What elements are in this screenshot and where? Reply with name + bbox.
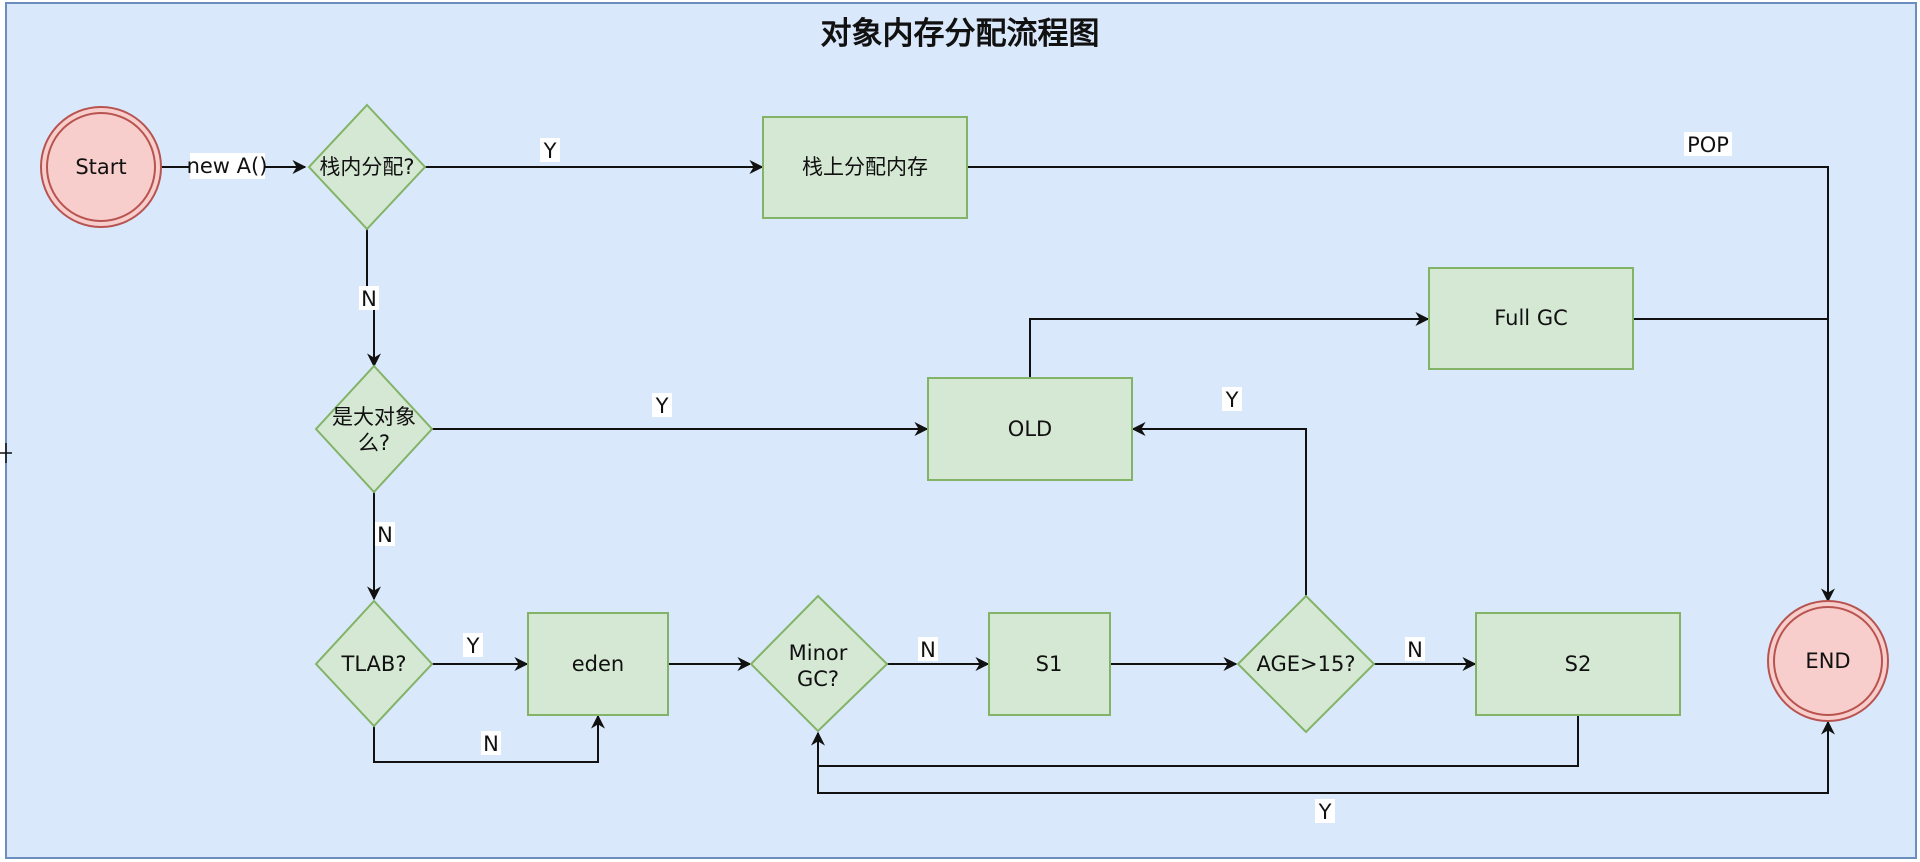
edge-label-stack-no: N [361, 287, 377, 311]
tlab-label: TLAB? [341, 652, 407, 676]
s2-node[interactable]: S2 [1475, 612, 1681, 716]
diagram-title: 对象内存分配流程图 [821, 16, 1100, 52]
old-node[interactable]: OLD [927, 377, 1133, 481]
edge-label-pop: POP [1687, 133, 1729, 157]
edge-label-bg [481, 731, 501, 755]
edge-label-bg [1222, 387, 1242, 411]
edge-label-big-no: N [377, 523, 393, 547]
container-edge-handle [0, 443, 12, 463]
age-check-decision[interactable]: AGE>15? [1236, 594, 1376, 734]
old-label: OLD [1008, 417, 1052, 441]
edge-label-bg [1405, 637, 1425, 661]
edge-label-bg [1315, 799, 1335, 823]
edge-label-bg [652, 393, 672, 417]
minor-gc-label-line1: Minor [789, 641, 848, 665]
edge-label-bg [918, 637, 938, 661]
edge-s2-to-minor-gc [811, 716, 1579, 767]
edge-tlab-no [373, 714, 605, 763]
edge-label-big-yes: Y [655, 394, 669, 418]
big-object-decision[interactable]: 是大对象 么? [314, 364, 434, 494]
stack-alloc-label: 栈上分配内存 [802, 155, 928, 179]
edge-label-bg [463, 633, 483, 657]
edge-label-bg [190, 153, 265, 179]
start-node[interactable]: Start [40, 106, 162, 228]
stack-check-label: 栈内分配? [319, 155, 414, 179]
s1-node[interactable]: S1 [988, 612, 1111, 716]
eden-label: eden [572, 652, 624, 676]
minor-gc-decision[interactable]: Minor GC? [749, 594, 889, 733]
edge-label-bg [359, 286, 379, 310]
eden-node[interactable]: eden [527, 612, 669, 716]
edge-label-age-yes: Y [1225, 388, 1239, 412]
tlab-decision[interactable]: TLAB? [314, 599, 434, 728]
edge-label-stack-yes: Y [543, 139, 557, 163]
start-label: Start [75, 155, 126, 179]
edge-minor-gc-yes [817, 720, 1835, 794]
s2-label: S2 [1565, 652, 1592, 676]
minor-gc-label-line2: GC? [797, 667, 839, 691]
end-label: END [1805, 649, 1850, 673]
edge-label-bg [1684, 132, 1732, 156]
stack-check-decision[interactable]: 栈内分配? [307, 103, 427, 231]
edge-stack-alloc-pop [967, 166, 1835, 603]
edge-label-minor-yes: Y [1318, 800, 1332, 824]
edge-old-to-full-gc [1029, 312, 1430, 378]
s1-label: S1 [1036, 652, 1063, 676]
edge-label-new-a: new A() [187, 154, 268, 178]
edge-label-age-no: N [1407, 638, 1423, 662]
big-object-label-line1: 是大对象 [332, 405, 416, 429]
full-gc-label: Full GC [1494, 306, 1568, 330]
edge-age-check-yes [1131, 422, 1307, 596]
edge-label-bg [540, 138, 560, 162]
edge-label-tlab-no: N [483, 732, 499, 756]
big-object-label-line2: 么? [358, 431, 390, 455]
full-gc-node[interactable]: Full GC [1428, 267, 1634, 370]
end-node[interactable]: END [1767, 600, 1889, 722]
stack-alloc-node[interactable]: 栈上分配内存 [762, 116, 968, 219]
edge-label-tlab-yes: Y [466, 634, 480, 658]
edge-label-minor-no: N [920, 638, 936, 662]
edge-label-bg [375, 522, 395, 546]
age-check-label: AGE>15? [1256, 652, 1355, 676]
